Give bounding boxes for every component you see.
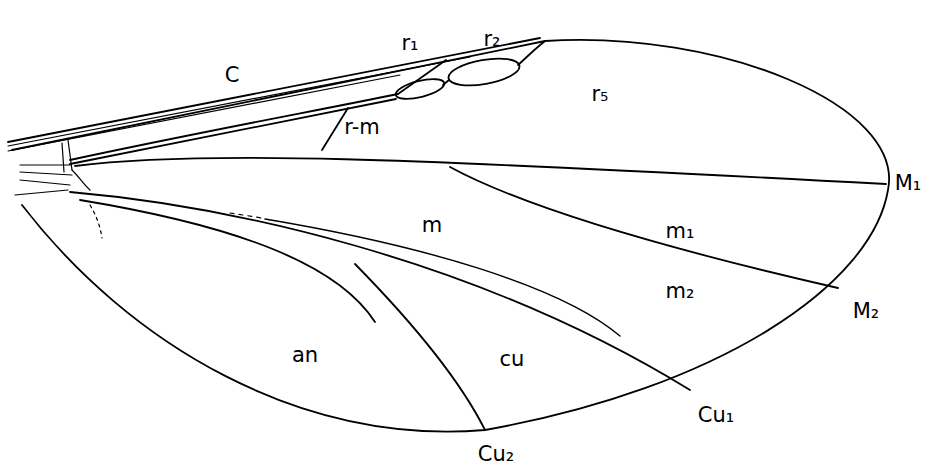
wing-base <box>72 170 90 190</box>
cu2-vein <box>355 264 485 430</box>
media-vein <box>75 158 886 184</box>
costa-vein <box>8 38 540 142</box>
m2-vein <box>450 167 838 288</box>
costa-vein <box>8 57 470 146</box>
vein-label: r₁ <box>401 32 418 55</box>
anal-vein <box>80 200 375 322</box>
costa-vein <box>8 75 400 151</box>
wing-base <box>15 140 72 195</box>
fold-vein <box>265 219 620 336</box>
radius-vein <box>518 41 545 65</box>
vein-label: M₂ <box>853 300 880 323</box>
vein-label: Cu₂ <box>478 443 514 466</box>
radius-vein <box>398 60 446 94</box>
wing-outline <box>12 40 889 432</box>
vein-label: r-m <box>344 116 379 139</box>
vein-label: m₁ <box>666 220 695 243</box>
radius-vein <box>443 80 449 85</box>
radius-vein <box>70 94 398 160</box>
vein-label: cu <box>500 348 525 371</box>
vein-label: M₁ <box>895 172 922 195</box>
radius-vein <box>70 99 396 164</box>
rm-crossvein <box>322 108 348 150</box>
vein-label: m₂ <box>666 280 695 303</box>
r2-cell <box>446 54 521 90</box>
vein-label: an <box>292 344 318 367</box>
vein-label: r₂ <box>483 28 500 51</box>
vein-label: C <box>225 64 240 87</box>
vein-label: m <box>422 214 442 237</box>
vein-label: r₅ <box>591 83 608 106</box>
wing-base <box>90 205 102 238</box>
vein-label: Cu₁ <box>698 404 734 427</box>
